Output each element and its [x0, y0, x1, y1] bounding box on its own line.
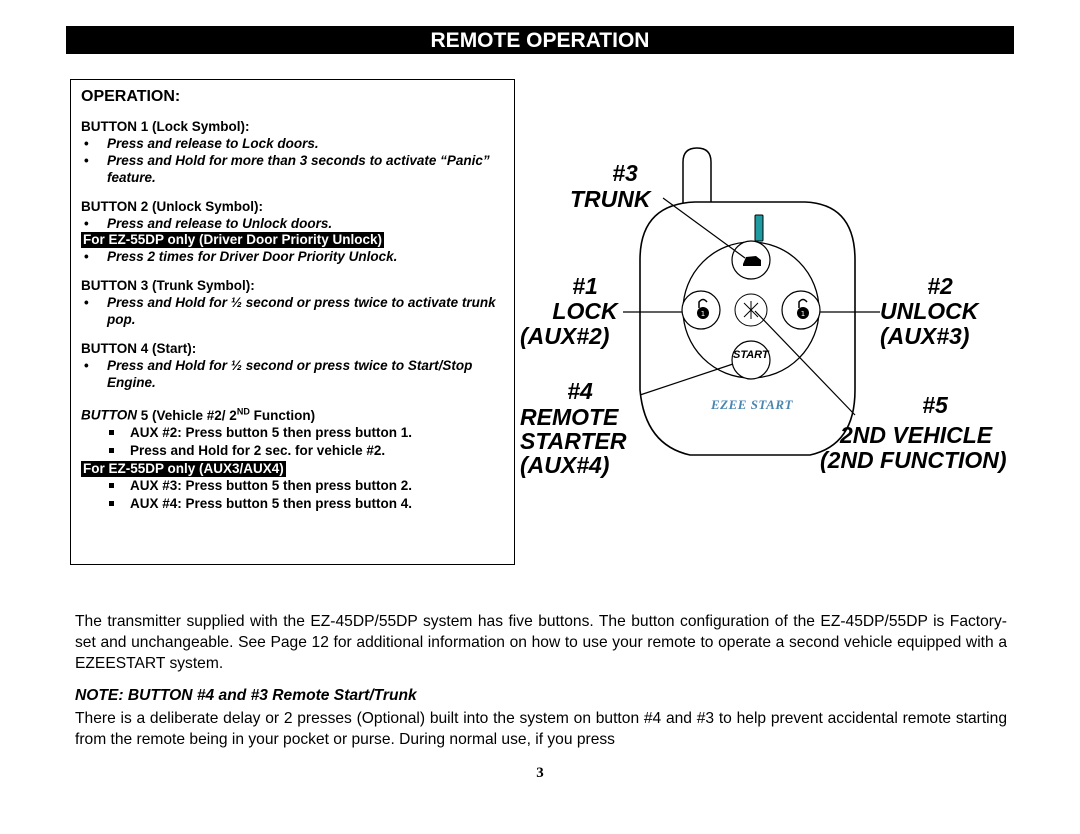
list-item: Press and release to Lock doors.: [81, 135, 504, 152]
list-item: Press and Hold for ½ second or press twi…: [81, 357, 504, 391]
list-item: AUX #4: Press button 5 then press button…: [81, 495, 504, 514]
lock-aux-label: (AUX#2): [520, 323, 610, 349]
second-function-label: (2ND FUNCTION): [820, 447, 1007, 473]
button5-list: AUX #2: Press button 5 then press button…: [81, 424, 504, 461]
page-number: 3: [536, 765, 544, 781]
list-item: Press and Hold for 2 sec. for vehicle #2…: [81, 442, 504, 461]
remote-illustration: 1 1: [623, 147, 880, 456]
trunk-number: #3: [612, 160, 638, 186]
second-vehicle-label: 2ND VEHICLE: [840, 422, 993, 448]
list-item: Press 2 times for Driver Door Priority U…: [81, 248, 504, 265]
note-heading: NOTE: BUTTON #4 and #3 Remote Start/Trun…: [75, 687, 417, 704]
lock-number: #1: [572, 273, 598, 299]
button3-title: BUTTON 3 (Trunk Symbol):: [81, 278, 255, 293]
vehicle-number: #5: [922, 392, 948, 418]
unlock-aux-label: (AUX#3): [880, 323, 970, 349]
unlock-label: UNLOCK: [880, 298, 979, 324]
page-title: REMOTE OPERATION: [66, 26, 1014, 54]
button1-title: BUTTON 1 (Lock Symbol):: [81, 119, 250, 134]
delay-paragraph: There is a deliberate delay or 2 presses…: [75, 710, 1007, 748]
button2-list: Press and release to Unlock doors.: [81, 215, 504, 232]
list-item: Press and release to Unlock doors.: [81, 215, 504, 232]
lock-label: LOCK: [552, 298, 618, 324]
button2-title: BUTTON 2 (Unlock Symbol):: [81, 199, 264, 214]
unlock-number: #2: [927, 273, 953, 299]
start-button-label: START: [733, 349, 769, 361]
list-item: Press and Hold for more than 3 seconds t…: [81, 152, 504, 186]
intro-paragraph: The transmitter supplied with the EZ-45D…: [75, 613, 1007, 672]
remote-aux-label: (AUX#4): [520, 452, 610, 478]
trunk-label: TRUNK: [570, 186, 651, 212]
list-item: AUX #2: Press button 5 then press button…: [81, 424, 504, 443]
button3-list: Press and Hold for ½ second or press twi…: [81, 294, 504, 328]
button4-list: Press and Hold for ½ second or press twi…: [81, 357, 504, 391]
button1-list: Press and release to Lock doors. Press a…: [81, 135, 504, 186]
starter-label: STARTER: [520, 428, 627, 454]
ez55dp-aux-banner: For EZ-55DP only (AUX3/AUX4): [81, 460, 286, 477]
button4-title: BUTTON 4 (Start):: [81, 341, 197, 356]
ez55dp-priority-unlock-banner: For EZ-55DP only (Driver Door Priority U…: [81, 232, 385, 248]
operation-box: OPERATION: BUTTON 1 (Lock Symbol): Press…: [70, 79, 515, 565]
list-item: AUX #3: Press button 5 then press button…: [81, 477, 504, 496]
remote-diagram: 1 1 START EZEE START #3 TRUNK #1 LOCK (A…: [515, 140, 1055, 480]
svg-text:1: 1: [801, 310, 805, 318]
list-item: Press and Hold for ½ second or press twi…: [81, 294, 504, 328]
brand-logo: EZEE START: [711, 397, 793, 412]
button5-title: BUTTON 5 (Vehicle #2/ 2ND Function): [81, 406, 316, 423]
remote-number: #4: [567, 378, 593, 404]
remote-label: REMOTE: [520, 404, 619, 430]
svg-text:1: 1: [701, 310, 705, 318]
operation-heading: OPERATION:: [81, 88, 181, 105]
